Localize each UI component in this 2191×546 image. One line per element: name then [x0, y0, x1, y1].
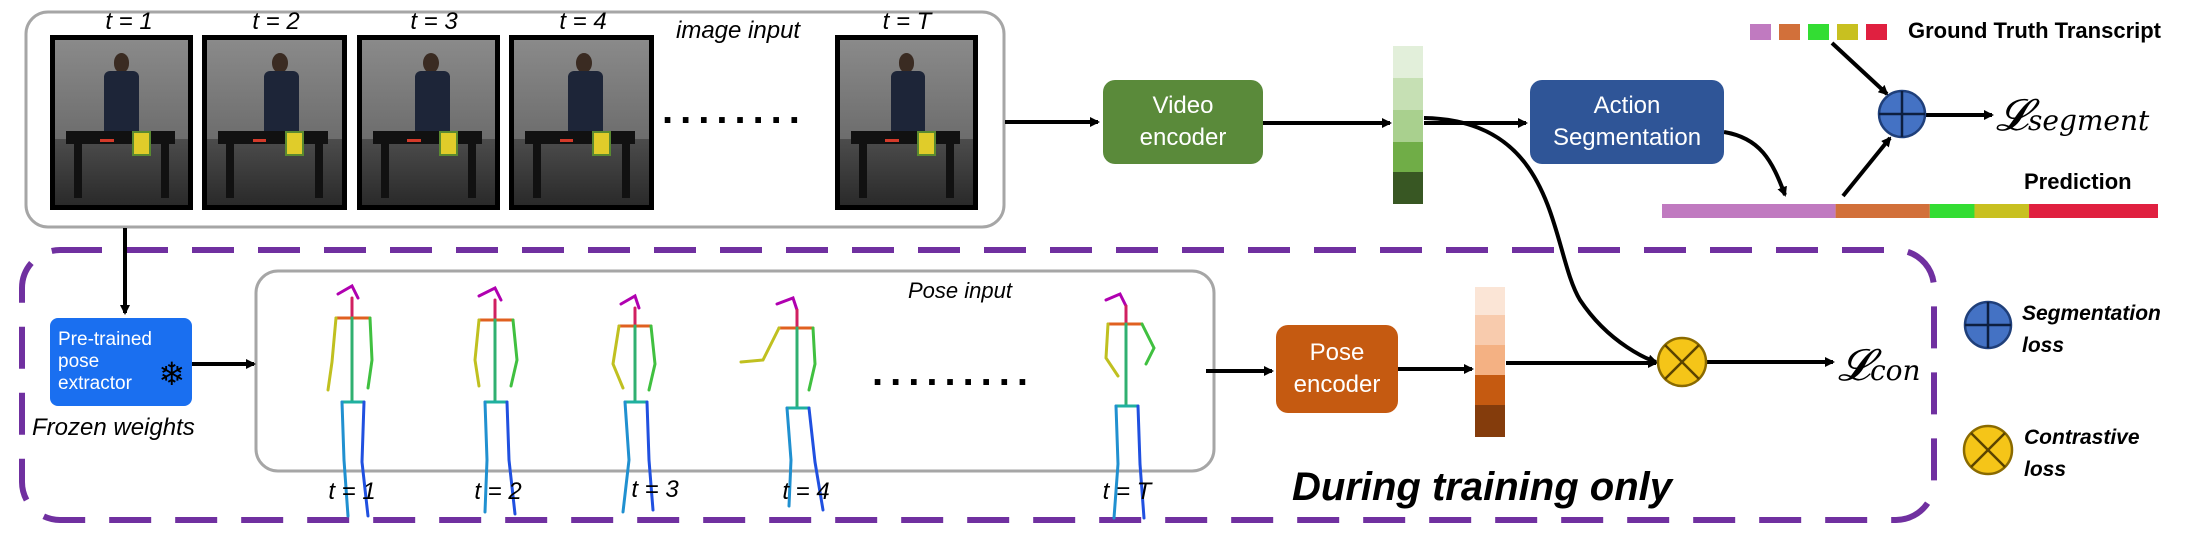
pose-skeleton: [611, 293, 657, 514]
legend-contrastive-line2: loss: [2024, 457, 2067, 481]
gt-segment: [1866, 24, 1887, 40]
pose-feature-cell: [1475, 375, 1505, 405]
pose-input-container: [254, 269, 1216, 473]
loss-segment-label: 𝓛segment: [1996, 90, 2149, 141]
snowflake-icon: ❄: [158, 356, 185, 392]
image-ellipsis: ........: [662, 88, 807, 132]
image-time-label: t = 1: [105, 8, 153, 35]
pose-extractor-line3: extractor: [58, 372, 132, 394]
video-frame: [509, 35, 654, 210]
loss-segment-subscript: segment: [2028, 104, 2150, 137]
ground-truth-transcript: [1750, 24, 1887, 40]
prediction-segment: [2029, 204, 2158, 218]
legend-segmentation-line2: loss: [2022, 333, 2065, 357]
gt-segment: [1837, 24, 1858, 40]
video-feature-cell: [1393, 142, 1423, 172]
prediction-label: Prediction: [2024, 169, 2132, 194]
pose-extractor-box: Pre-trained pose extractor ❄: [50, 318, 192, 406]
loss-con-label: 𝓛con: [1838, 340, 1921, 391]
training-only-label: During training only: [1292, 465, 1672, 509]
video-frame: [357, 35, 500, 210]
prediction-segment: [1835, 204, 1930, 218]
video-encoder-box: Video encoder: [1103, 80, 1263, 164]
loss-segment-symbol: 𝓛: [1996, 90, 2028, 141]
arrow-video-features-to-contrastive: [1423, 116, 1658, 365]
prediction-segment: [1929, 204, 1975, 218]
pose-time-label: t = 2: [474, 478, 522, 505]
video-frame: [202, 35, 347, 210]
video-feature-cell: [1393, 78, 1423, 110]
legend-contrastive-icon: [1962, 424, 2014, 476]
arrow-prediction-to-sum: [1841, 136, 1892, 198]
legend-segmentation-label: Segmentation loss: [2022, 298, 2161, 361]
legend-contrastive-label: Contrastive loss: [2024, 422, 2140, 485]
prediction-segment: [1974, 204, 2030, 218]
pose-feature-cell: [1475, 315, 1505, 345]
action-segmentation-label-line2: Segmentation: [1552, 124, 1702, 151]
video-encoder-label-line2: encoder: [1139, 124, 1227, 151]
pose-time-label: t = 4: [782, 478, 830, 505]
training-only-region: [19, 247, 1937, 523]
prediction-segment: [1662, 204, 1836, 218]
video-frame: [835, 35, 978, 210]
video-feature-cell: [1393, 46, 1423, 78]
gt-segment: [1808, 24, 1829, 40]
pose-feature-cell: [1475, 345, 1505, 375]
legend-segmentation-line1: Segmentation: [2022, 302, 2161, 325]
frozen-weights-label: Frozen weights: [32, 414, 195, 441]
loss-con-symbol: 𝓛: [1838, 340, 1870, 391]
image-time-label: t = T: [882, 8, 932, 35]
pose-feature-cell: [1475, 287, 1505, 315]
legend-contrastive-line1: Contrastive: [2024, 426, 2140, 449]
pose-time-label: t = T: [1102, 478, 1152, 505]
pose-time-label: t = 3: [631, 476, 679, 503]
pose-extractor-line2: pose: [58, 351, 100, 373]
pose-feature-vector: [1475, 287, 1505, 437]
image-time-label: t = 4: [559, 8, 607, 35]
pose-encoder-label-line2: encoder: [1293, 371, 1381, 398]
action-segmentation-label-line1: Action: [1593, 91, 1661, 119]
pose-input-label: Pose input: [908, 278, 1012, 303]
gt-segment: [1779, 24, 1800, 40]
pose-skeleton: [739, 296, 825, 512]
image-time-label: t = 2: [252, 8, 300, 35]
video-feature-vector: [1393, 46, 1423, 204]
pose-time-label: t = 1: [328, 478, 376, 505]
legend-segmentation-icon: [1963, 300, 2013, 350]
ground-truth-label: Ground Truth Transcript: [1908, 18, 2162, 43]
pose-ellipsis: .........: [872, 350, 1036, 394]
prediction-bar: [1662, 204, 2158, 218]
pose-skeleton: [1104, 292, 1156, 520]
video-frame: [50, 35, 193, 210]
video-encoder-label-line1: Video: [1152, 91, 1214, 119]
pose-encoder-label-line1: Pose: [1309, 338, 1365, 366]
video-feature-cell: [1393, 110, 1423, 142]
arrow-action-seg-to-prediction: [1723, 130, 1787, 197]
segmentation-sum-node: [1877, 89, 1927, 139]
action-segmentation-box: Action Segmentation: [1530, 80, 1724, 164]
arrow-gt-to-sum: [1830, 41, 1889, 96]
image-time-label: t = 3: [410, 8, 458, 35]
video-feature-cell: [1393, 172, 1423, 204]
gt-segment: [1750, 24, 1771, 40]
pose-skeleton: [326, 283, 374, 518]
image-input-container: [24, 10, 1006, 229]
contrastive-node: [1656, 336, 1708, 388]
image-input-label: image input: [676, 17, 801, 44]
pose-feature-cell: [1475, 405, 1505, 437]
loss-con-subscript: con: [1870, 354, 1921, 387]
pose-skeleton: [473, 285, 519, 516]
pose-encoder-box: Pose encoder: [1276, 325, 1398, 413]
pose-extractor-line1: Pre-trained: [58, 329, 152, 351]
